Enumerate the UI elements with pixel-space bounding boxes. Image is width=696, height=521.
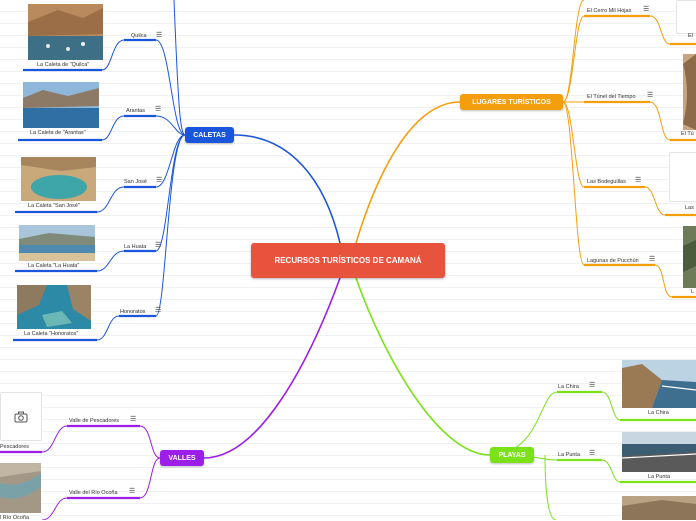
note-icon[interactable]: ☰ [643,5,650,13]
photo-caleta-honoratos[interactable] [17,285,91,329]
subtopic-arantas[interactable]: Arantas [126,108,145,114]
note-icon[interactable]: ☰ [156,176,163,184]
caption-caleta-arantas: La Caleta de "Arantas" [30,130,86,136]
caption-las-bodeguillas: Las [685,205,694,211]
caption-lagunas-pucchun: L [691,289,695,295]
subtopic-valle-rio-ocona[interactable]: Valle del Río Ocoña [69,490,118,496]
caption-caleta-quilca: La Caleta de "Quilca" [37,62,90,68]
photo-caleta-quilca[interactable] [28,4,103,60]
link-center-valles [203,277,341,459]
caption-cerro-mil-hojas: El [688,33,693,39]
photo-caleta-san-jose[interactable] [21,157,96,201]
photo-playa-cropped[interactable] [622,496,696,520]
topic-caletas[interactable]: CALETAS [185,127,234,143]
link-center-caletas [233,134,341,244]
subtopic-la-punta[interactable]: La Punta [558,452,581,458]
link-center-lugares [355,101,461,244]
photo-la-chira[interactable] [622,360,696,408]
note-icon[interactable]: ☰ [155,105,162,113]
caption-valle-rio-ocona: l Río Ocoña [0,515,30,521]
subtopic-lagunas-pucchun[interactable]: Lagunas de Pucchún [587,258,639,264]
photo-tunel-del-tiempo[interactable] [683,54,696,130]
subtopic-la-huata[interactable]: La Huata [124,244,147,250]
photo-caleta-arantas[interactable] [23,82,99,128]
note-icon[interactable]: ☰ [155,306,162,314]
topic-playas[interactable]: PLAYAS [490,447,534,463]
photo-caleta-la-huata[interactable] [19,225,95,261]
note-icon[interactable]: ☰ [635,176,642,184]
note-icon[interactable]: ☰ [589,449,596,457]
caption-caleta-san-jose: La Caleta "San José" [28,203,80,209]
note-icon[interactable]: ☰ [649,255,656,263]
photo-lagunas-pucchun[interactable] [683,226,696,288]
caption-la-punta: La Punta [648,474,671,480]
note-icon[interactable]: ☰ [130,415,137,423]
note-icon[interactable]: ☰ [589,381,596,389]
caption-valle-pescadores: Pescadores [0,444,30,450]
caption-caleta-honoratos: La Caleta "Honoratos" [24,331,79,337]
subtopic-honoratos[interactable]: Honoratos [120,309,146,315]
topic-playas-label: PLAYAS [498,451,526,459]
image-placeholder-las-bodeguillas[interactable] [669,152,696,202]
camera-icon [14,411,28,422]
caption-tunel-del-tiempo: El Tú [681,131,694,137]
caption-la-chira: La Chira [648,410,669,416]
topic-lugares-label: LUGARES TURÍSTICOS [472,98,551,106]
photo-la-punta[interactable] [622,432,696,472]
subtopic-tunel-del-tiempo[interactable]: El Túnel del Tiempo [587,94,636,100]
topic-caletas-label: CALETAS [193,131,226,139]
topic-valles[interactable]: VALLES [160,450,204,466]
image-placeholder-cerro-mil-hojas[interactable] [676,0,696,34]
subtopic-la-chira[interactable]: La Chira [558,384,579,390]
image-placeholder-valle-pescadores[interactable] [0,392,42,441]
note-icon[interactable]: ☰ [129,487,136,495]
note-icon[interactable]: ☰ [647,91,654,99]
photo-valle-rio-ocona[interactable] [0,463,41,513]
subtopic-quilca[interactable]: Quilca [131,33,147,39]
link-center-playas [355,277,491,456]
subtopic-las-bodeguillas[interactable]: Las Bodeguillas [587,179,626,185]
central-topic-label: RECURSOS TURÍSTICOS DE CAMANÁ [274,255,422,265]
note-icon[interactable]: ☰ [155,241,162,249]
topic-lugares-turisticos[interactable]: LUGARES TURÍSTICOS [460,94,563,110]
central-topic[interactable]: RECURSOS TURÍSTICOS DE CAMANÁ [251,243,445,278]
subtopic-valle-pescadores[interactable]: Valle de Pescadores [69,418,120,424]
topic-valles-label: VALLES [168,454,196,462]
caption-caleta-la-huata: La Caleta "La Huata" [28,263,80,269]
subtopic-san-jose[interactable]: San José [124,179,147,185]
subtopic-cerro-mil-hojas[interactable]: El Cerro Mil Hojas [587,8,632,14]
note-icon[interactable]: ☰ [156,31,163,39]
